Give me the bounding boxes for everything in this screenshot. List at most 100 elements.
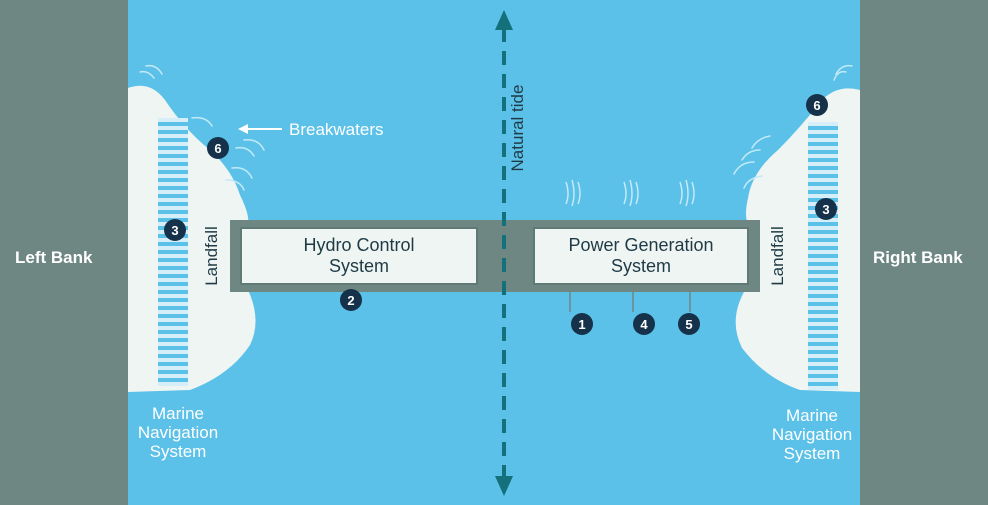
badge-4: 4: [633, 313, 655, 335]
right-landfall-label: Landfall: [768, 226, 787, 286]
breakwater-arrow-icon: [238, 124, 282, 134]
wall-stripe: [158, 122, 188, 126]
wall-stripe: [158, 130, 188, 134]
wall-stripe: [158, 354, 188, 358]
wall-stripe: [808, 134, 838, 138]
outflow-waves-icon: [565, 179, 695, 207]
wall-stripe: [808, 246, 838, 250]
wall-stripe: [808, 254, 838, 258]
badge-2: 2: [340, 289, 362, 311]
wall-stripe: [808, 150, 838, 154]
wall-stripe: [808, 126, 838, 130]
wall-stripe: [808, 230, 838, 234]
badge-leaders: [569, 292, 691, 312]
wall-stripe: [808, 374, 838, 378]
tide-arrow-up-icon: [495, 10, 513, 30]
wall-stripe: [158, 298, 188, 302]
wall-stripe: [158, 290, 188, 294]
wall-stripe: [808, 326, 838, 330]
wall-stripe: [158, 194, 188, 198]
power-generation-system-box: Power Generation System: [533, 227, 749, 285]
badge-6-left: 6: [207, 137, 229, 159]
wall-stripe: [808, 366, 838, 370]
right-bank-area: [860, 0, 988, 505]
power-title-line2: System: [610, 256, 671, 276]
wall-stripe: [808, 142, 838, 146]
wall-stripe: [158, 282, 188, 286]
right-marine-line3: System: [783, 444, 841, 463]
wall-stripe: [808, 334, 838, 338]
wall-stripe: [158, 378, 188, 382]
natural-tide-label: Natural tide: [508, 84, 527, 172]
wall-stripe: [808, 262, 838, 266]
tide-arrow: [495, 10, 513, 496]
wall-stripe: [808, 166, 838, 170]
hydro-control-system-box: Hydro Control System: [240, 227, 478, 285]
right-marine-navigation-label: Marine Navigation System: [757, 406, 867, 463]
wall-stripe: [158, 338, 188, 342]
wall-stripe: [158, 146, 188, 150]
wall-stripe: [808, 174, 838, 178]
wall-stripe: [158, 186, 188, 190]
wall-stripe: [158, 258, 188, 262]
wall-stripe: [158, 362, 188, 366]
wall-stripe: [158, 202, 188, 206]
badge-5: 5: [678, 313, 700, 335]
wall-stripe: [808, 318, 838, 322]
wall-stripe: [808, 310, 838, 314]
wall-stripe: [808, 190, 838, 194]
wall-stripe: [158, 162, 188, 166]
wall-stripe: [158, 154, 188, 158]
breakwaters-label: Breakwaters: [289, 120, 384, 139]
right-marine-line2: Navigation: [771, 425, 853, 444]
left-marine-navigation-label: Marine Navigation System: [123, 404, 233, 461]
wall-stripe: [158, 210, 188, 214]
wall-stripe: [158, 330, 188, 334]
wall-stripe: [808, 294, 838, 298]
wall-stripe: [158, 306, 188, 310]
left-bank-area: [0, 0, 128, 505]
wall-stripe: [158, 138, 188, 142]
wall-stripe: [808, 278, 838, 282]
wall-stripe: [158, 178, 188, 182]
wall-stripe: [808, 222, 838, 226]
badge-1: 1: [571, 313, 593, 335]
wall-stripe: [158, 370, 188, 374]
hydro-title-line2: System: [328, 256, 389, 276]
wall-stripe: [808, 302, 838, 306]
left-marine-line2: Navigation: [137, 423, 219, 442]
wall-stripe: [158, 266, 188, 270]
left-landfall-label: Landfall: [202, 226, 221, 286]
wall-stripe: [158, 170, 188, 174]
badge-3-left: 3: [164, 219, 186, 241]
wall-stripe: [158, 346, 188, 350]
wall-stripe: [808, 182, 838, 186]
left-marine-line3: System: [149, 442, 207, 461]
wall-stripe: [808, 270, 838, 274]
wall-stripe: [808, 382, 838, 386]
wall-stripe: [808, 342, 838, 346]
wall-stripe: [808, 158, 838, 162]
power-title-line1: Power Generation: [568, 235, 714, 255]
wall-stripe: [158, 274, 188, 278]
wall-stripe: [808, 238, 838, 242]
wall-stripe: [808, 350, 838, 354]
right-bank-label: Right Bank: [873, 248, 963, 267]
wall-stripe: [158, 242, 188, 246]
wall-stripe: [158, 250, 188, 254]
left-breakwater-waves-icon: [139, 64, 265, 191]
hydro-title-line1: Hydro Control: [303, 235, 415, 255]
right-breakwater-waves-icon: [733, 64, 853, 189]
wall-stripe: [808, 286, 838, 290]
left-wall-stripes: [158, 122, 188, 382]
right-marine-line1: Marine: [786, 406, 838, 425]
left-bank-label: Left Bank: [15, 248, 93, 267]
badge-6-right: 6: [806, 94, 828, 116]
badge-3-right: 3: [815, 198, 837, 220]
wall-stripe: [808, 358, 838, 362]
wall-stripe: [158, 314, 188, 318]
left-marine-line1: Marine: [152, 404, 204, 423]
tide-arrow-down-icon: [495, 476, 513, 496]
wall-stripe: [158, 322, 188, 326]
